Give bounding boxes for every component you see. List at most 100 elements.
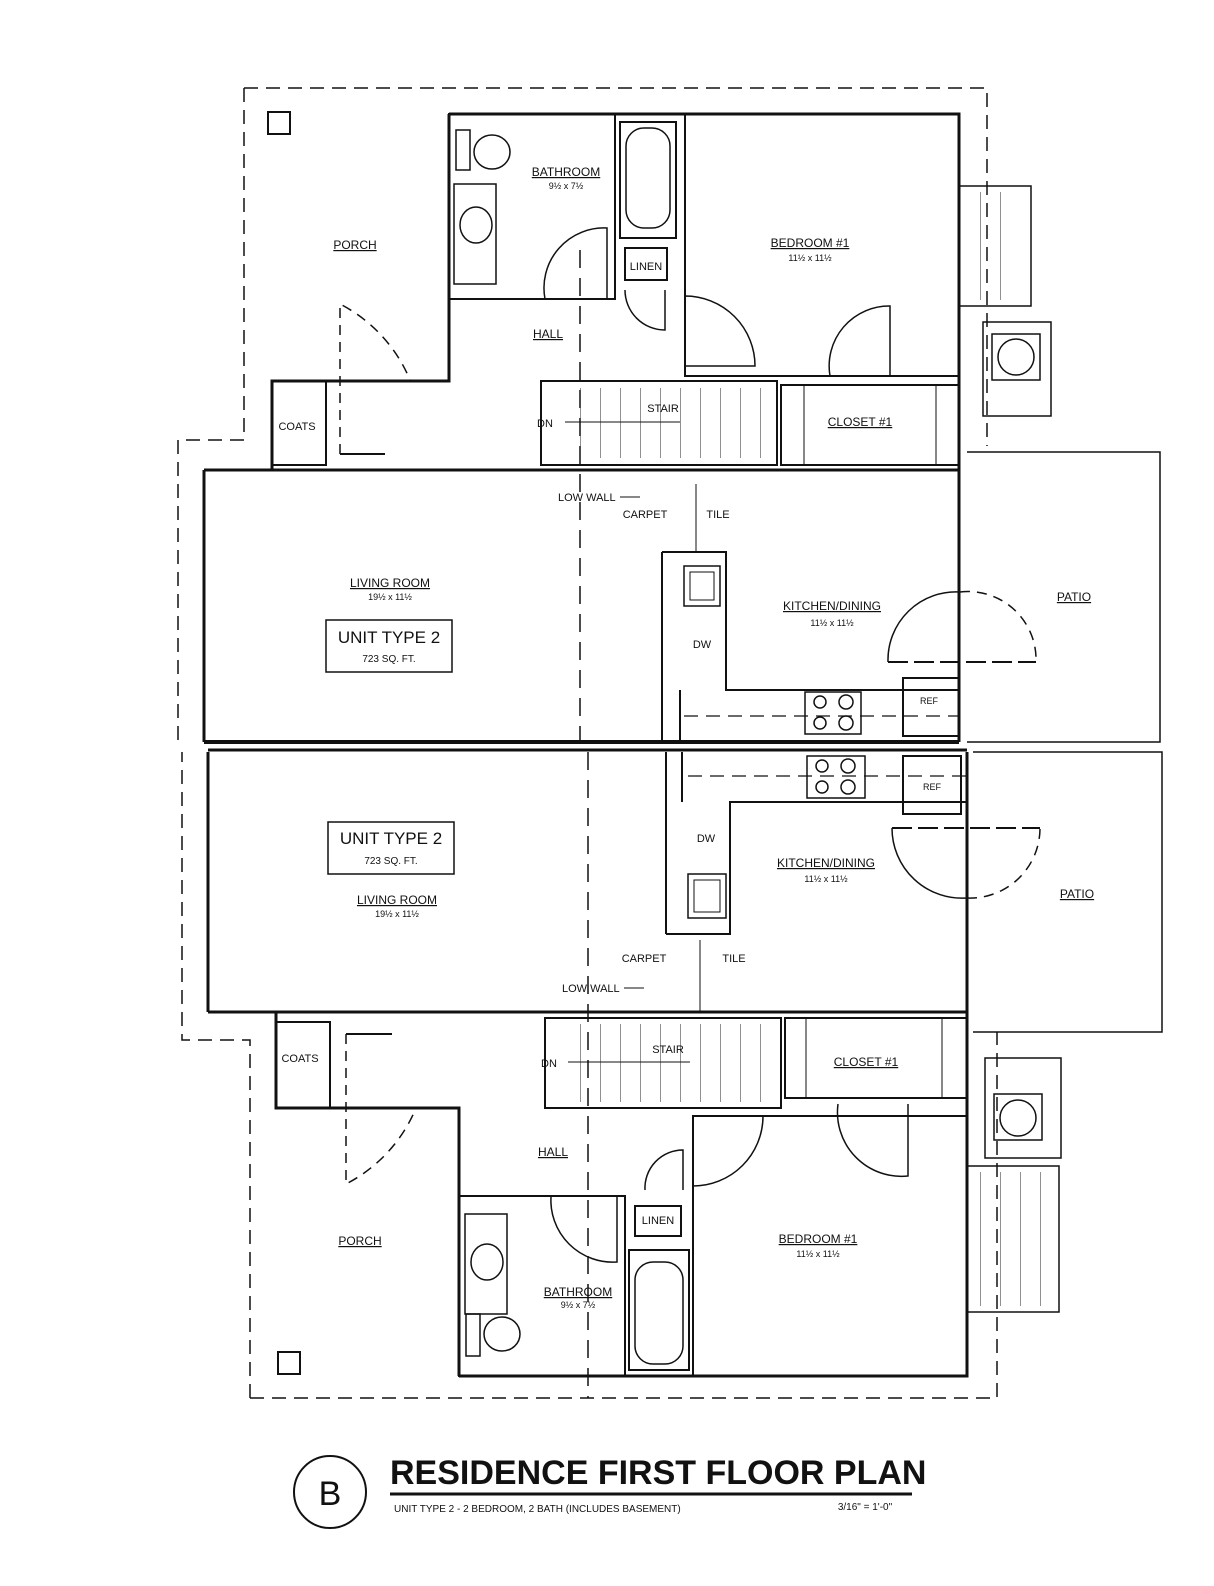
interior-stair xyxy=(544,1017,782,1109)
porch-door-swing xyxy=(345,1034,417,1186)
bedroom-door-swing xyxy=(684,295,756,367)
bathroom-door-swing xyxy=(550,1195,618,1263)
bathroom-walls xyxy=(458,1195,626,1377)
toilet-tank xyxy=(465,1313,481,1357)
range xyxy=(806,755,866,799)
living-room-label: LIVING ROOM xyxy=(357,893,437,907)
dn-label: DN xyxy=(537,418,553,430)
sink xyxy=(459,206,493,244)
bedroom-door-swing xyxy=(692,1115,764,1187)
low-wall-label: LOW WALL xyxy=(562,983,620,995)
patio-door-swing xyxy=(891,827,968,899)
linen-closet xyxy=(624,247,668,281)
bathroom-label: BATHROOM xyxy=(532,165,600,179)
title-block: B RESIDENCE FIRST FLOOR PLAN UNIT TYPE 2… xyxy=(293,1454,926,1529)
porch-outline xyxy=(181,752,998,1399)
carpet-label: CARPET xyxy=(622,953,667,965)
interior-stair xyxy=(540,380,778,466)
closet xyxy=(784,1017,968,1099)
dn-label: DN xyxy=(541,1058,557,1070)
toilet-tank xyxy=(455,129,471,171)
bedroom-walls xyxy=(692,1115,968,1377)
closet xyxy=(780,384,960,466)
unit-area: 723 SQ. FT. xyxy=(364,856,417,867)
kitchen-counter xyxy=(661,551,959,742)
coats-label: COATS xyxy=(278,421,315,433)
ac-unit xyxy=(982,321,1052,417)
porch-label: PORCH xyxy=(338,1234,381,1248)
stair-label: STAIR xyxy=(647,403,679,415)
hall-label: HALL xyxy=(533,327,563,341)
bathroom-dim: 9½ x 7½ xyxy=(549,181,584,191)
unit-area: 723 SQ. FT. xyxy=(362,654,415,665)
patio-slab xyxy=(967,451,1161,743)
ac-unit xyxy=(984,1057,1062,1159)
closet-label: CLOSET #1 xyxy=(828,415,893,429)
sheet-badge: B xyxy=(319,1475,342,1513)
tile-label: TILE xyxy=(722,953,745,965)
bedroom-dim: 11½ x 11½ xyxy=(788,253,832,263)
ref-label: REF xyxy=(920,696,939,706)
linen-door-swing xyxy=(644,1149,684,1191)
kitchen-counter xyxy=(665,752,967,935)
unit-label-box xyxy=(327,821,455,875)
refrigerator xyxy=(902,755,962,815)
bedroom-label: BEDROOM #1 xyxy=(771,236,850,250)
kitchen-sink xyxy=(683,565,721,607)
coats-label: COATS xyxy=(281,1053,318,1065)
porch-door-swing xyxy=(339,302,411,454)
refrigerator xyxy=(902,677,960,737)
sheet-badge-circle xyxy=(293,1455,367,1529)
unit-top xyxy=(177,87,1161,744)
tile-label: TILE xyxy=(706,509,729,521)
linen-label: LINEN xyxy=(642,1215,674,1227)
sheet-title: RESIDENCE FIRST FLOOR PLAN xyxy=(390,1454,926,1492)
living-room-dim: 19½ x 11½ xyxy=(375,909,419,919)
closet-door-swing xyxy=(828,305,891,377)
linen-label: LINEN xyxy=(630,261,662,273)
bathroom-walls xyxy=(448,113,616,300)
patio-label: PATIO xyxy=(1060,887,1094,901)
porch-label: PORCH xyxy=(333,238,376,252)
stair-label: STAIR xyxy=(652,1044,684,1056)
bathroom-door-swing xyxy=(543,227,608,300)
bedroom-label: BEDROOM #1 xyxy=(779,1232,858,1246)
sheet-subtitle: UNIT TYPE 2 - 2 BEDROOM, 2 BATH (INCLUDE… xyxy=(394,1504,681,1515)
labels-top: PORCH COATS BATHROOM 9½ x 7½ LINEN BEDRO… xyxy=(278,165,1091,706)
vanity xyxy=(453,183,497,285)
kitchen-dim: 11½ x 11½ xyxy=(810,618,854,628)
dishwasher-label: DW xyxy=(693,639,712,651)
bathtub xyxy=(628,1249,690,1371)
bathtub xyxy=(619,121,677,239)
bathroom-dim: 9½ x 7½ xyxy=(561,1300,596,1310)
kitchen-label: KITCHEN/DINING xyxy=(783,599,881,613)
range xyxy=(804,691,862,735)
toilet-bowl xyxy=(473,134,511,170)
exterior-stair xyxy=(966,1165,1060,1313)
toilet-bowl xyxy=(483,1316,521,1352)
bathroom-label: BATHROOM xyxy=(544,1285,612,1299)
vanity xyxy=(464,1213,508,1315)
sink xyxy=(470,1243,504,1281)
unit-label: UNIT TYPE 2 xyxy=(340,829,442,848)
porch-outline xyxy=(177,87,988,742)
carpet-label: CARPET xyxy=(623,509,668,521)
patio-door-swing xyxy=(887,591,961,663)
living-room-label: LIVING ROOM xyxy=(350,576,430,590)
kitchen-label: KITCHEN/DINING xyxy=(777,856,875,870)
dishwasher-label: DW xyxy=(697,833,716,845)
bedroom-dim: 11½ x 11½ xyxy=(796,1249,840,1259)
unit-bottom xyxy=(181,748,1163,1399)
living-room-dim: 19½ x 11½ xyxy=(368,592,412,602)
kitchen-dim: 11½ x 11½ xyxy=(804,874,848,884)
hall-label: HALL xyxy=(538,1145,568,1159)
ref-label: REF xyxy=(923,782,942,792)
linen-closet xyxy=(634,1205,682,1237)
closet-door-swing xyxy=(836,1103,909,1178)
kitchen-sink xyxy=(687,873,727,919)
patio-label: PATIO xyxy=(1057,590,1091,604)
labels-bottom: PORCH COATS BATHROOM 9½ x 7½ LINEN BEDRO… xyxy=(281,782,1094,1310)
coats-closet xyxy=(275,1021,331,1109)
closet-label: CLOSET #1 xyxy=(834,1055,899,1069)
